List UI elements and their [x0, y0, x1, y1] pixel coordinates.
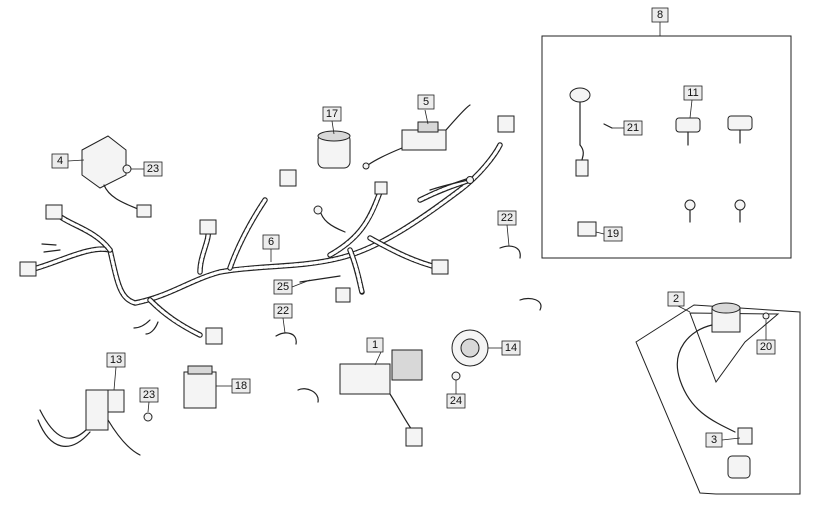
clamps-22: [275, 245, 542, 403]
connector-bottom: [205, 327, 223, 345]
callout-5: 5: [417, 94, 435, 110]
bolt-20: [762, 312, 770, 320]
relay-part-18: [183, 365, 217, 409]
svg-text:22: 22: [501, 212, 513, 224]
svg-text:3: 3: [711, 434, 717, 446]
callout-21: 21: [623, 120, 643, 136]
harness-connectors: [19, 115, 515, 345]
ignition-group-frame: [635, 304, 801, 495]
relay-part-13: [37, 389, 153, 456]
callout-6: 6: [262, 234, 280, 250]
svg-text:25: 25: [277, 281, 289, 293]
callout-13: 13: [106, 352, 126, 368]
callout-8: 8: [651, 7, 669, 23]
callout-2: 2: [667, 291, 685, 307]
horn-part-14: [451, 329, 489, 381]
callout-23-lower: 23: [139, 387, 159, 403]
kit-8-frame: [541, 35, 792, 259]
connector-upper: [279, 169, 297, 187]
relay-part-17: [317, 130, 351, 169]
frame-helper: [689, 312, 780, 384]
callout-4: 4: [51, 153, 69, 169]
callout-23-upper: 23: [143, 161, 163, 177]
fuse-terminal: [362, 162, 370, 170]
callout-20: 20: [756, 339, 776, 355]
connector-center: [374, 181, 388, 195]
cdi-part-1: [339, 349, 423, 447]
callout-24: 24: [446, 393, 466, 409]
lock-set-part-8: [569, 87, 753, 237]
callout-3: 3: [705, 432, 723, 448]
callout-22-lower: 22: [273, 303, 293, 319]
svg-text:18: 18: [235, 380, 247, 392]
svg-text:2: 2: [673, 293, 679, 305]
svg-text:22: 22: [277, 305, 289, 317]
svg-text:23: 23: [143, 389, 155, 401]
callout-22-upper: 22: [497, 210, 517, 226]
connector-left: [19, 261, 37, 277]
nut-23b: [143, 412, 153, 422]
svg-text:19: 19: [607, 228, 619, 240]
svg-text:4: 4: [57, 155, 63, 167]
callout-25: 25: [273, 279, 293, 295]
ignition-coil-part-2: [676, 302, 770, 479]
svg-text:8: 8: [657, 9, 663, 21]
connector-lower: [335, 287, 351, 303]
svg-text:23: 23: [147, 163, 159, 175]
connector-mid: [199, 219, 217, 235]
bolt-24: [451, 371, 461, 381]
svg-text:20: 20: [760, 341, 772, 353]
nut-23: [122, 164, 132, 174]
fuse-box-part-5: [362, 104, 471, 170]
connector-left-top: [45, 204, 63, 220]
svg-text:21: 21: [627, 122, 639, 134]
svg-text:6: 6: [268, 236, 274, 248]
svg-text:5: 5: [423, 96, 429, 108]
callout-11: 11: [683, 85, 703, 101]
connector-top-right: [497, 115, 515, 133]
callouts: 1 2 3 4 5 6 8 11 13 14 17 18 19 20 21 22: [51, 7, 776, 448]
ring-terminal: [313, 205, 323, 215]
callout-18: 18: [231, 378, 251, 394]
svg-text:17: 17: [326, 108, 338, 120]
callout-19: 19: [603, 226, 623, 242]
callout-14: 14: [501, 340, 521, 356]
callout-1: 1: [366, 337, 384, 353]
svg-text:13: 13: [110, 354, 122, 366]
regulator-part-4: [81, 135, 152, 218]
connector-right: [431, 259, 449, 275]
svg-text:11: 11: [687, 87, 698, 99]
svg-text:14: 14: [505, 342, 517, 354]
callout-17: 17: [322, 106, 342, 122]
svg-text:1: 1: [372, 339, 378, 351]
svg-text:24: 24: [450, 395, 462, 407]
ring-terminal-2: [466, 176, 474, 184]
